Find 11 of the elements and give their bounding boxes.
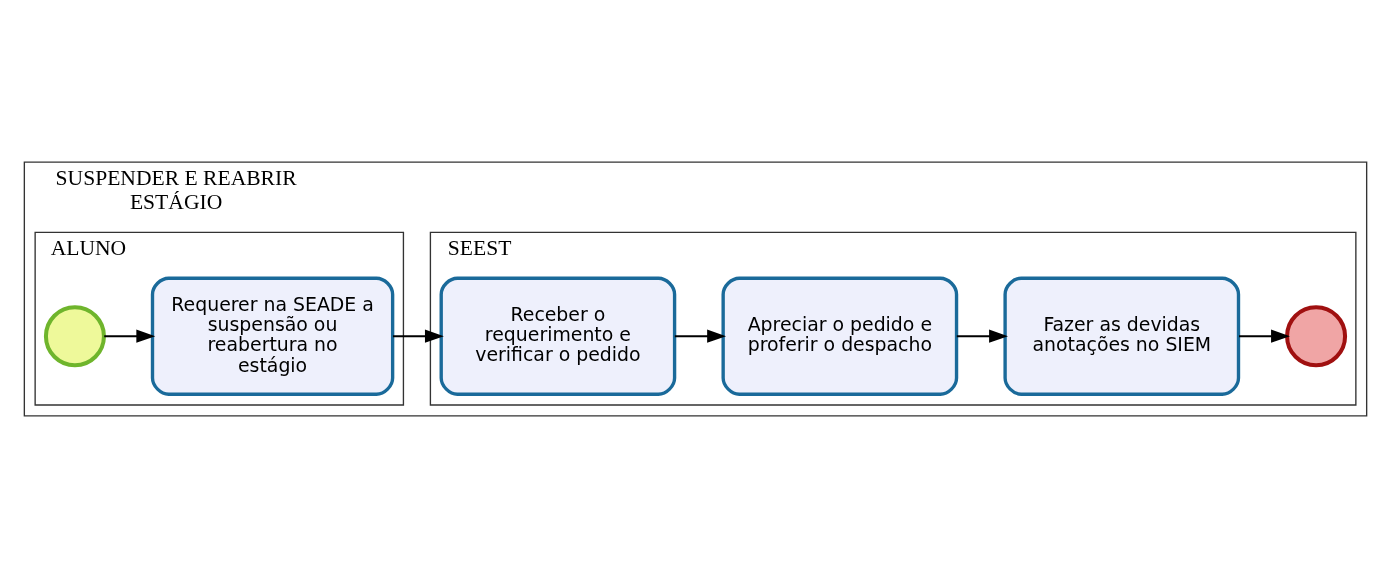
arrow [392, 329, 444, 343]
node-box: Requerer na SEADE a suspensão ou reabertura no estágio [150, 276, 395, 396]
node-box: Receber o requerimento e verificar o pedido [439, 276, 677, 396]
arrow [956, 329, 1008, 343]
node-box: Fazer as devidas anotações no SIEM [1003, 276, 1241, 396]
node-circle [43, 305, 106, 368]
arrow [1239, 329, 1290, 343]
arrow [104, 329, 156, 343]
node-circle [1285, 305, 1348, 368]
node-box: Apreciar o pedido e proferir o despacho [721, 276, 959, 396]
arrow [674, 329, 727, 343]
